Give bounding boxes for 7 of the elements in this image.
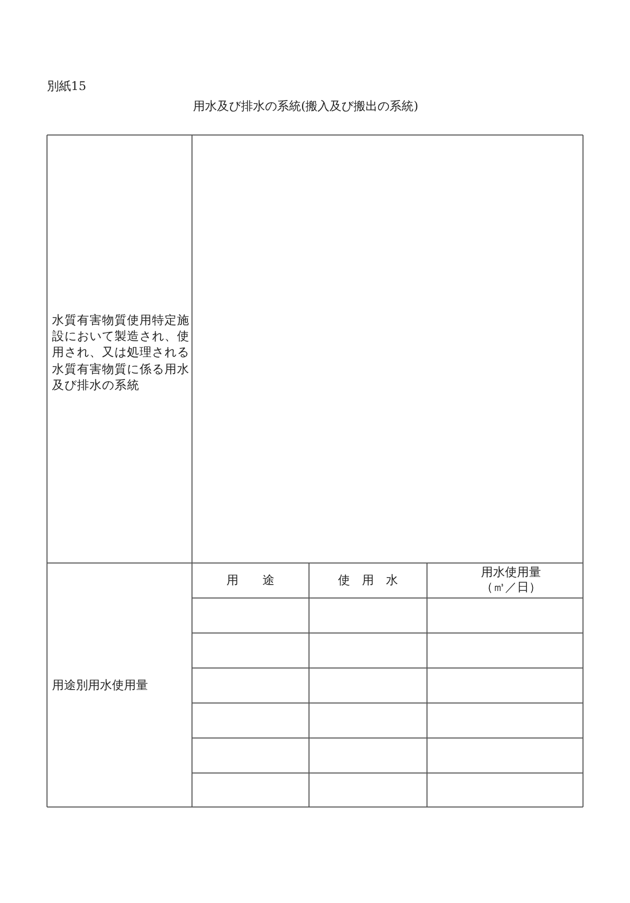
row-header: 用途別用水使用量	[52, 677, 148, 694]
row-header: 水質有害物質使用特定施設において製造され、使用され、又は処理される水質有害物質に係る用水及び排水の系統	[52, 312, 190, 393]
column-header: 用 途	[226, 572, 276, 588]
column-header: 用水使用量（㎥／日）	[480, 565, 542, 595]
column-header: 使 用 水	[337, 572, 399, 588]
page-title: 用水及び排水の系統(搬入及び搬出の系統)	[193, 98, 418, 114]
form-number: 別紙15	[47, 78, 86, 94]
